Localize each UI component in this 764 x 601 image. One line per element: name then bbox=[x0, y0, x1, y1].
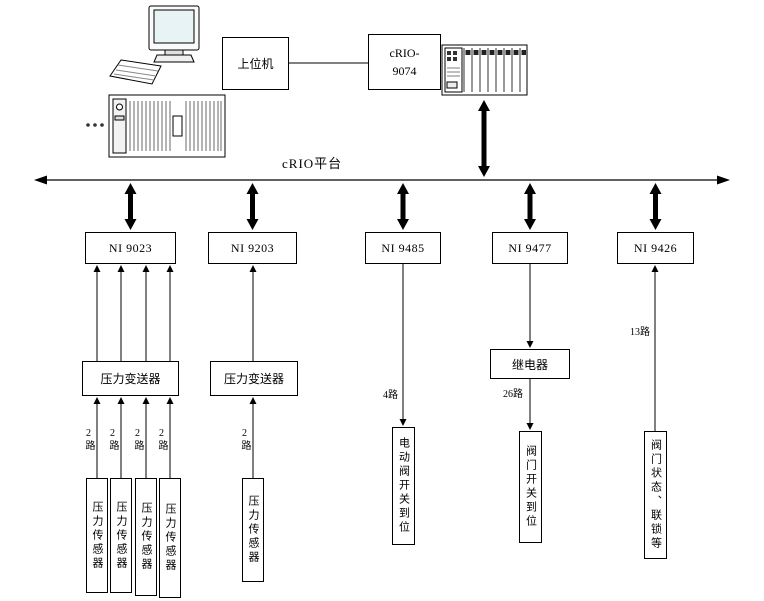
relay-box: 继电器 bbox=[490, 349, 570, 379]
valve-switch-position-box: 阀门开关到位 bbox=[519, 431, 542, 543]
module-ni-9485-box: NI 9485 bbox=[365, 232, 441, 264]
channel-count-label: 13路 bbox=[630, 327, 650, 338]
bus-label: cRIO平台 bbox=[282, 156, 343, 171]
host-computer-box: 上位机 bbox=[222, 37, 289, 90]
pressure-sensor-box: 压力传感器 bbox=[242, 478, 264, 582]
channel-count-label: 2路 bbox=[239, 428, 250, 451]
module-ni-9426-box: NI 9426 bbox=[617, 232, 694, 264]
channel-count-label: 4路 bbox=[383, 390, 398, 401]
channel-count-label: 2路 bbox=[83, 428, 94, 451]
server-icon bbox=[84, 92, 229, 162]
channel-count-label: 2路 bbox=[107, 428, 118, 451]
channel-count-label: 2路 bbox=[132, 428, 143, 451]
module-ni-9477-box: NI 9477 bbox=[492, 232, 568, 264]
desktop-computer-icon bbox=[105, 4, 210, 89]
pressure-sensor-box: 压力传感器 bbox=[159, 478, 181, 598]
pressure-transmitter-a-box: 压力变送器 bbox=[82, 361, 179, 396]
crio-9074-box: cRIO- 9074 bbox=[368, 34, 441, 90]
pressure-transmitter-b-box: 压力变送器 bbox=[210, 361, 298, 396]
valve-status-interlock-box: 阀门状态、联锁等 bbox=[644, 431, 667, 559]
module-ni-9023-box: NI 9023 bbox=[85, 232, 176, 264]
channel-count-label: 26路 bbox=[503, 389, 523, 400]
electric-valve-position-box: 电动阀开关到位 bbox=[392, 427, 415, 545]
pressure-sensor-box: 压力传感器 bbox=[135, 478, 157, 596]
pressure-sensor-box: 压力传感器 bbox=[86, 478, 108, 593]
module-ni-9203-box: NI 9203 bbox=[208, 232, 297, 264]
pressure-sensor-box: 压力传感器 bbox=[110, 478, 132, 593]
channel-count-label: 2路 bbox=[156, 428, 167, 451]
crio-chassis-icon bbox=[441, 40, 529, 98]
